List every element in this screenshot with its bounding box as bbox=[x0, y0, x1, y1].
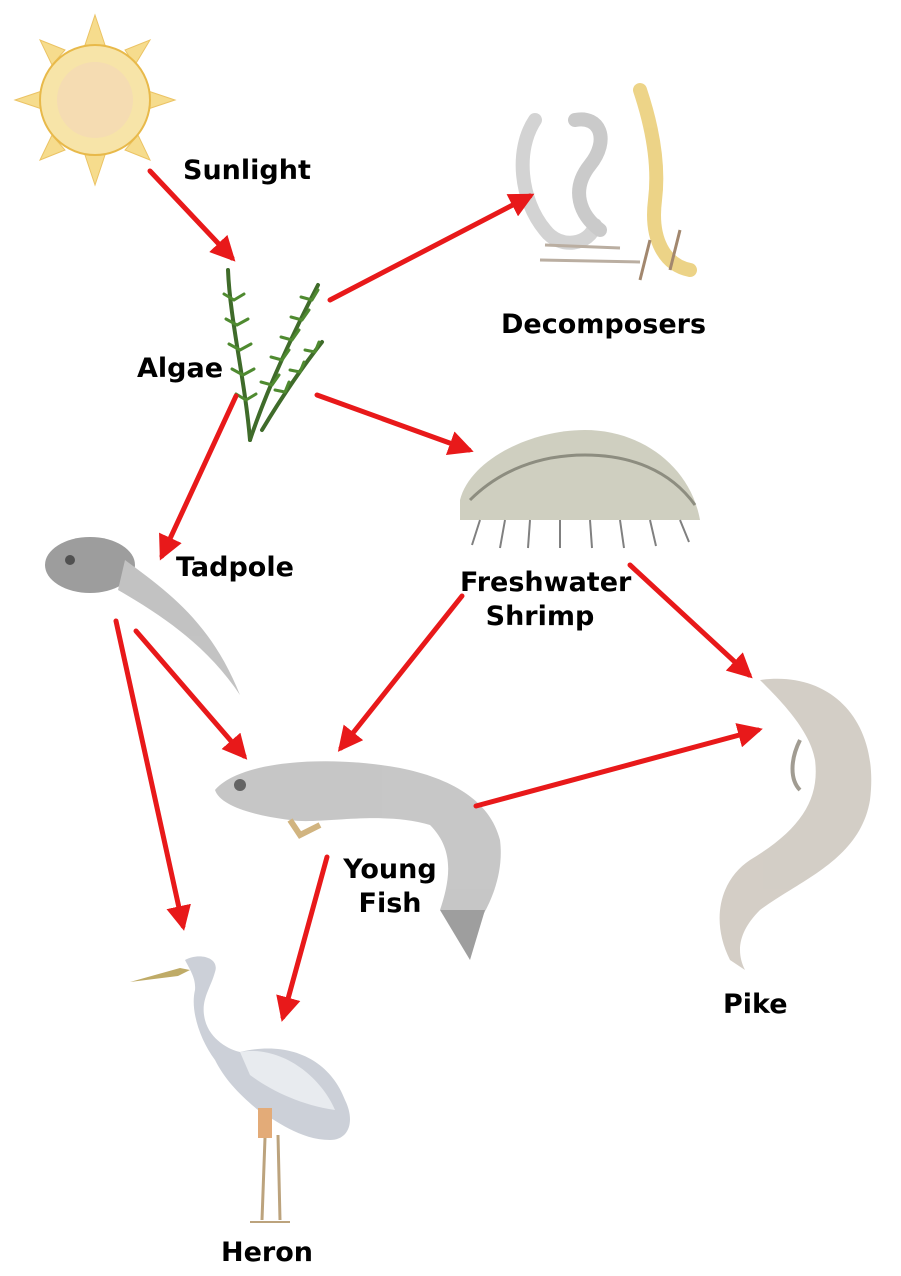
arrow-tadpole-youngfish bbox=[136, 631, 244, 756]
heron-icon bbox=[130, 956, 350, 1222]
label-heron: Heron bbox=[221, 1236, 313, 1270]
arrow-shrimp-pike bbox=[630, 565, 749, 675]
label-decomposers: Decomposers bbox=[501, 308, 706, 342]
label-tadpole: Tadpole bbox=[176, 551, 294, 585]
label-young-fish: Young Fish bbox=[340, 853, 440, 921]
arrow-algae-shrimp bbox=[317, 395, 469, 450]
decomposers-icon bbox=[523, 90, 690, 280]
label-algae: Algae bbox=[137, 352, 223, 386]
pike-icon bbox=[720, 679, 872, 970]
sun-icon bbox=[15, 15, 175, 185]
label-shrimp-line1: Freshwater bbox=[460, 566, 620, 600]
arrow-tadpole-heron bbox=[116, 621, 183, 926]
label-young-fish-line1: Young bbox=[340, 853, 440, 887]
arrow-youngfish-pike bbox=[476, 730, 758, 806]
arrow-algae-decomposers bbox=[330, 196, 530, 300]
label-pike: Pike bbox=[723, 988, 788, 1022]
label-young-fish-line2: Fish bbox=[340, 887, 440, 921]
arrow-youngfish-heron bbox=[283, 857, 327, 1017]
algae-icon bbox=[224, 270, 322, 440]
shrimp-icon bbox=[460, 430, 700, 548]
label-sunlight: Sunlight bbox=[183, 154, 311, 188]
label-shrimp-line2: Shrimp bbox=[460, 600, 620, 634]
label-shrimp: Freshwater Shrimp bbox=[460, 566, 620, 634]
arrow-shrimp-youngfish bbox=[341, 596, 462, 748]
arrow-algae-tadpole bbox=[162, 396, 236, 556]
